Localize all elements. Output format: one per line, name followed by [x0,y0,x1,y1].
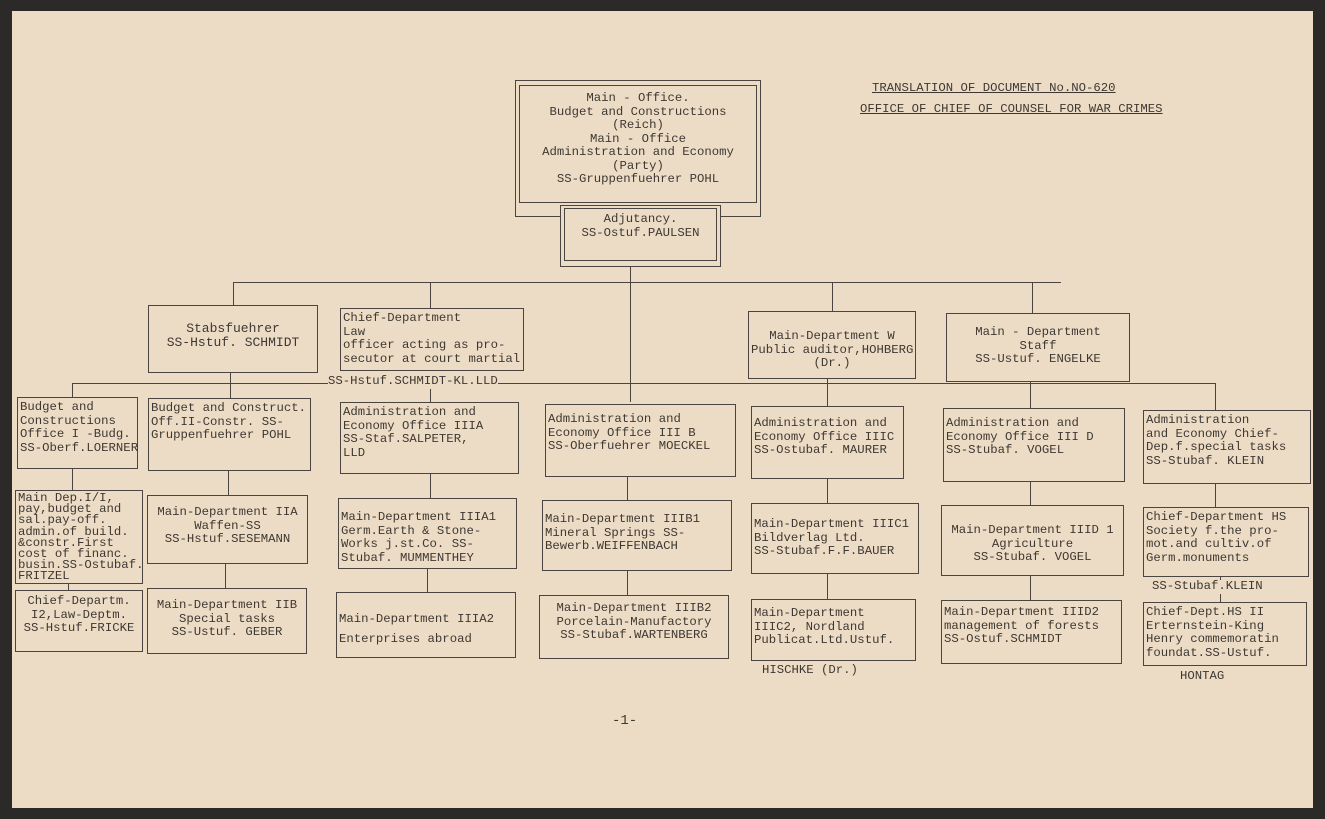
adjutancy-outer-frame [560,205,721,267]
office-box: Administration and Economy Office IIIA S… [340,402,519,474]
department-box: Main Dep.I/I, pay,budget and sal.pay-off… [15,490,143,584]
department-box: Chief-Departm. I2,Law-Deptm. SS-Hstuf.FR… [15,590,143,652]
connector [430,282,432,308]
department-box: Chief-Department HS Society f.the pro- m… [1143,507,1309,577]
department-box: Main-Department IIIA1 Germ.Earth & Stone… [338,498,517,569]
adjutancy-box: Adjutancy. SS-Ostuf.PAULSEN [564,208,717,261]
document-page [12,11,1313,808]
department-box: Main-Department IIA Waffen-SS SS-Hstuf.S… [147,495,308,564]
connector [233,282,1061,284]
page-number: -1- [612,713,638,729]
connector [72,468,74,490]
office-box: Administration and Economy Office IIIC S… [751,406,904,479]
staff-department-box: Main - Department Staff SS-Ustuf. ENGELK… [946,313,1130,382]
connector [827,478,829,503]
connector [1030,575,1032,600]
public-auditor-box: Main-Department W Public auditor,HOHBERG… [748,311,916,379]
staff-leader-box: Stabsfuehrer SS-Hstuf. SCHMIDT [148,305,318,373]
connector [627,570,629,595]
department-box: Main-Department IIB Special tasks SS-Ust… [147,588,307,654]
connector [827,573,829,599]
office-heading: OFFICE OF CHIEF OF COUNSEL FOR WAR CRIME… [860,102,1163,116]
department-head: HONTAG [1180,669,1225,683]
department-box: Main-Department IIID2 management of fore… [941,600,1122,664]
department-box: Chief-Dept.HS II Erternstein-King Henry … [1143,602,1307,666]
connector [430,383,432,402]
office-box: Budget and Constructions Office I -Budg.… [17,397,138,469]
connector [72,383,74,397]
connector [68,584,70,590]
connector [1030,381,1032,408]
connector [627,476,629,500]
office-box: Budget and Construct. Off.II-Constr. SS-… [148,398,311,471]
office-box: Administration and Economy Office III D … [943,408,1125,482]
department-head: HISCHKE (Dr.) [762,663,858,677]
connector [630,267,632,402]
connector [1030,481,1032,505]
connector [228,470,230,495]
connector [72,383,1215,385]
connector [1215,383,1217,410]
translation-heading: TRANSLATION OF DOCUMENT No.NO-620 [872,81,1116,95]
connector [233,282,235,305]
connector [427,568,429,592]
connector [832,282,834,311]
office-box: Administration and Economy Chief- Dep.f.… [1143,410,1311,484]
main-office-box: Main - Office. Budget and Constructions … [519,85,757,203]
department-box: Main-Department IIIB2 Porcelain-Manufact… [539,595,729,659]
law-department-box: Chief-Department Law officer acting as p… [340,308,524,371]
department-head: SS-Stubaf.KLEIN [1152,579,1263,594]
law-department-head: SS-Hstuf.SCHMIDT-KL.LLD [328,374,498,389]
connector [827,378,829,406]
connector [1032,282,1034,313]
department-box: Main-Department IIIB1 Mineral Springs SS… [542,500,732,571]
connector [225,563,227,588]
department-box: Main-Department IIIA2 Enterprises abroad [336,592,516,658]
connector [430,473,432,498]
connector [1215,483,1217,507]
department-box: Main-Department IIIC1 Bildverlag Ltd. SS… [751,503,919,574]
office-box: Administration and Economy Office III B … [545,404,736,477]
department-box: Main-Department IIID 1 Agriculture SS-St… [941,505,1124,576]
connector [230,373,232,398]
department-box: Main-Department IIIC2, Nordland Publicat… [751,599,916,661]
